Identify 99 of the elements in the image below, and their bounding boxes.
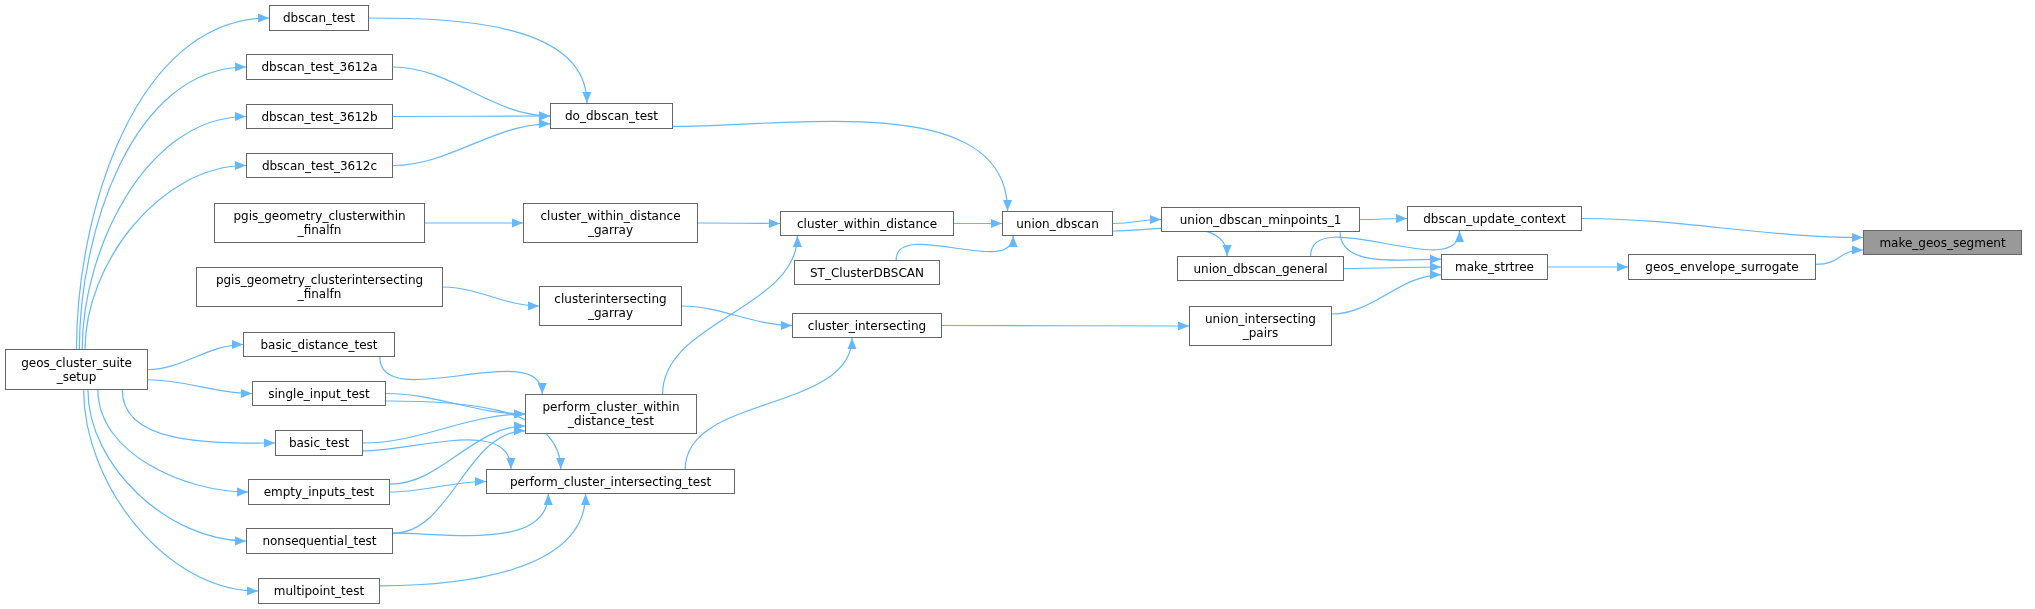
function-name: pgis_geometry_clusterwithin _finalfn — [232, 209, 407, 237]
function-name: single_input_test — [268, 386, 370, 401]
function-box — [1441, 254, 1548, 280]
function-box — [246, 104, 393, 129]
call-arrow — [424, 218, 524, 228]
function-box — [486, 469, 735, 494]
function-name: clusterintersecting _garray — [553, 292, 668, 320]
call-arrow — [697, 219, 781, 228]
function-box — [1863, 230, 2022, 255]
call-arrow — [389, 422, 526, 485]
function-box — [214, 203, 425, 243]
call-arrow — [389, 477, 487, 493]
call-arrow — [1547, 262, 1629, 272]
call-arrow — [1112, 215, 1162, 225]
call-arrow — [1331, 271, 1442, 315]
function-box — [525, 394, 697, 434]
function-name: multipoint_test — [273, 584, 365, 598]
function-name: dbscan_test_3612c — [261, 158, 378, 173]
function-box — [539, 286, 682, 326]
call-arrow — [87, 389, 247, 545]
call-arrow — [97, 389, 249, 496]
function-box — [1002, 211, 1113, 236]
function-name: nonsequential_test — [262, 534, 377, 548]
function-box — [246, 54, 393, 80]
function-name: perform_cluster_within _distance_test — [541, 400, 681, 428]
function-name: do_dbscan_test — [564, 109, 658, 123]
call-arrow — [672, 120, 1011, 212]
function-name: empty_inputs_test — [263, 485, 375, 499]
function-name: dbscan_test_3612a — [261, 60, 378, 74]
function-name: dbscan_test_3612b — [261, 109, 378, 124]
call-arrow — [121, 389, 276, 448]
function-name: geos_cluster_suite _setup — [20, 355, 133, 384]
function-name: cluster_within_distance — [796, 216, 938, 231]
call-arrow — [442, 286, 540, 310]
call-arrow — [362, 409, 526, 444]
call-arrow — [1343, 262, 1442, 272]
function-name: pgis_geometry_clusterintersecting _finalfn — [214, 273, 425, 301]
function-name: dbscan_update_context — [1423, 211, 1566, 226]
call-arrow — [953, 219, 1003, 228]
call-arrow — [362, 439, 514, 470]
function-name: cluster_within_distance _garray — [539, 209, 682, 237]
call-arrow — [83, 389, 259, 595]
call-arrow — [84, 162, 247, 350]
function-box — [5, 349, 148, 390]
call-arrow — [1581, 217, 1864, 242]
call-arrow — [368, 17, 590, 104]
function-box — [1177, 256, 1344, 281]
function-name: cluster_intersecting — [807, 318, 927, 333]
function-name: union_dbscan — [1016, 216, 1099, 231]
function-name: make_geos_segment — [1879, 235, 2006, 250]
function-box — [780, 211, 954, 236]
function-box — [1161, 207, 1360, 232]
call-arrow — [147, 379, 253, 398]
function-name: ST_ClusterDBSCAN — [810, 265, 924, 280]
call-arrow — [392, 493, 551, 537]
function-box — [792, 313, 942, 338]
call-arrow — [392, 119, 551, 167]
function-box — [1189, 306, 1332, 346]
function-box — [275, 430, 363, 456]
function-name: perform_cluster_intersecting_test — [509, 474, 712, 489]
call-arrow — [1339, 231, 1442, 264]
function-name: basic_distance_test — [260, 337, 378, 352]
function-name: union_dbscan_general — [1193, 261, 1328, 276]
call-arrow — [1310, 230, 1461, 257]
call-arrow — [941, 321, 1190, 331]
function-box — [246, 153, 393, 178]
function-name: union_dbscan_minpoints_1 — [1179, 212, 1342, 227]
call-arrow — [392, 111, 551, 121]
function-box — [196, 267, 443, 307]
call-arrow — [385, 400, 564, 470]
function-name: geos_envelope_surrogate — [1645, 260, 1799, 274]
call-arrow — [895, 235, 1015, 261]
call-arrow — [379, 356, 544, 395]
function-box — [248, 479, 390, 505]
call-arrow — [662, 235, 801, 395]
function-name: basic_test — [288, 436, 350, 450]
function-box — [1407, 206, 1582, 231]
function-box — [794, 260, 940, 285]
call-arrow — [681, 305, 793, 330]
function-box — [523, 203, 698, 243]
function-box — [252, 381, 386, 406]
call-arrow — [78, 63, 247, 350]
call-arrow — [75, 14, 270, 350]
call-arrow — [684, 337, 855, 470]
function-box — [550, 103, 673, 129]
call-arrow — [1815, 246, 1864, 265]
call-arrow — [81, 113, 247, 350]
call-arrow — [379, 493, 589, 587]
function-name: make_strtree — [1455, 260, 1534, 274]
function-name: union_intersecting _pairs — [1204, 312, 1317, 340]
call-arrow — [392, 427, 526, 534]
function-name: dbscan_test — [282, 11, 356, 25]
function-box — [269, 5, 369, 31]
function-box — [1628, 254, 1816, 280]
call-arrow — [147, 340, 244, 371]
call-arrow — [1359, 214, 1408, 224]
function-box — [258, 578, 380, 604]
function-box — [246, 528, 393, 554]
function-box — [243, 332, 395, 357]
